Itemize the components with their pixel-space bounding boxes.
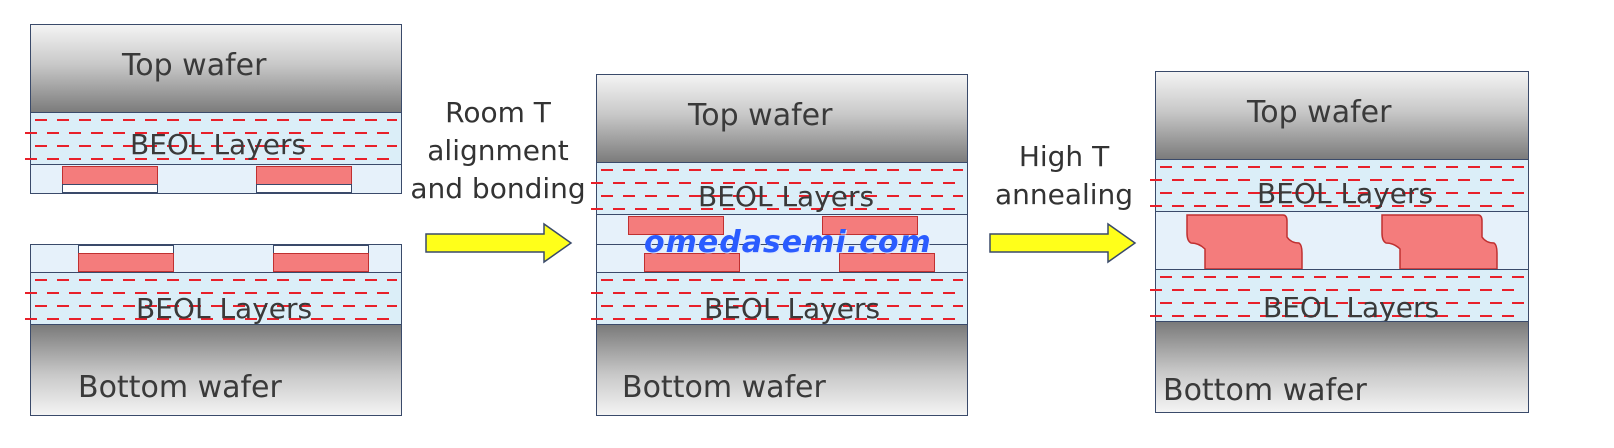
bottom-wafer bbox=[596, 324, 968, 416]
bottom-wafer-label: Bottom wafer bbox=[1163, 373, 1367, 408]
bottom-beol-label: BEOL Layers bbox=[136, 292, 313, 325]
top-wafer bbox=[596, 74, 968, 164]
bottom-wafer-label: Bottom wafer bbox=[622, 370, 826, 405]
watermark: omedasemi.com bbox=[644, 225, 932, 260]
bond-line bbox=[596, 244, 968, 245]
bottom-pad bbox=[273, 253, 369, 272]
bottom-beol-layers bbox=[591, 272, 968, 326]
process-arrow bbox=[424, 222, 574, 264]
bottom-beol-label: BEOL Layers bbox=[704, 292, 881, 325]
bottom-beol-layers bbox=[25, 272, 402, 326]
top-beol-layers bbox=[25, 112, 402, 166]
bottom-pad bbox=[839, 253, 935, 272]
step-line: High T bbox=[1018, 140, 1110, 173]
top-pad-recess bbox=[62, 184, 158, 193]
merged-pad bbox=[1380, 213, 1500, 275]
top-beol-layers bbox=[591, 162, 968, 216]
process-arrow bbox=[988, 222, 1138, 264]
bottom-wafer-label: Bottom wafer bbox=[78, 370, 282, 405]
step-label-room-t: Room T alignment and bonding bbox=[408, 94, 588, 208]
bottom-beol-layers bbox=[1150, 269, 1529, 323]
step-line: Room T bbox=[445, 96, 551, 129]
top-wafer-label: Top wafer bbox=[1247, 95, 1392, 130]
bottom-pad bbox=[644, 253, 740, 272]
top-beol-label: BEOL Layers bbox=[130, 128, 307, 161]
bottom-wafer bbox=[1155, 321, 1529, 413]
panel-bonded: Top wafer BEOL Layers omedasemi.com BEOL… bbox=[591, 74, 968, 416]
bottom-beol-label: BEOL Layers bbox=[1263, 291, 1440, 324]
panel-before-bonding: Top wafer BEOL Layers BEOL Layers Bottom… bbox=[25, 24, 402, 416]
bottom-wafer bbox=[30, 324, 402, 416]
top-beol-label: BEOL Layers bbox=[1257, 177, 1434, 210]
panel-annealed: Top wafer BEOL Layers BEOL Layers Bottom… bbox=[1150, 71, 1529, 413]
top-wafer-label: Top wafer bbox=[122, 48, 267, 83]
top-pad bbox=[822, 216, 918, 235]
top-beol-label: BEOL Layers bbox=[698, 180, 875, 213]
top-wafer-label: Top wafer bbox=[688, 98, 833, 133]
step-line: annealing bbox=[994, 178, 1134, 211]
top-pad bbox=[62, 166, 158, 185]
top-wafer bbox=[30, 24, 402, 114]
top-pad bbox=[256, 166, 352, 185]
top-pad-recess bbox=[256, 184, 352, 193]
step-line: and bonding bbox=[410, 172, 586, 205]
top-pad bbox=[628, 216, 724, 235]
step-line: alignment bbox=[427, 134, 569, 167]
merged-pad bbox=[1185, 213, 1305, 275]
step-label-high-t: High T annealing bbox=[984, 138, 1144, 214]
bottom-pad bbox=[78, 253, 174, 272]
